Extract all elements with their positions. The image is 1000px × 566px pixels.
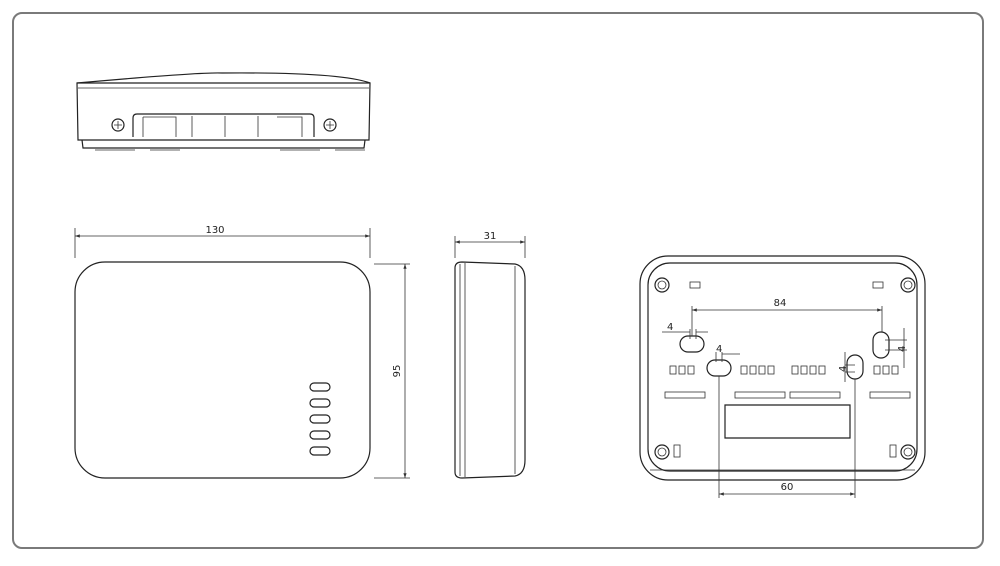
dim-width-label: 130	[205, 225, 224, 236]
back-view: 84 60 4 4 4 4	[639, 255, 926, 498]
top-view	[76, 72, 371, 151]
screw-icon	[111, 118, 125, 132]
dim-height-label: 95	[392, 365, 403, 378]
dim-4-center: 4	[716, 344, 722, 355]
front-view: 130 95	[74, 225, 410, 479]
led-slots	[309, 382, 331, 456]
drawing-frame	[12, 12, 984, 549]
screw-icon	[323, 118, 337, 132]
dim-4-right-small: 4	[838, 366, 849, 372]
dim-60-label: 60	[781, 482, 794, 493]
dim-4-left: 4	[667, 322, 673, 333]
side-view: 31	[454, 231, 526, 479]
dim-84-label: 84	[774, 298, 787, 309]
mount-hole	[846, 354, 864, 380]
mount-hole	[679, 335, 705, 353]
dim-depth-label: 31	[484, 231, 497, 242]
mount-hole	[872, 331, 890, 359]
dim-4-right: 4	[897, 346, 908, 352]
mount-hole	[706, 359, 732, 377]
